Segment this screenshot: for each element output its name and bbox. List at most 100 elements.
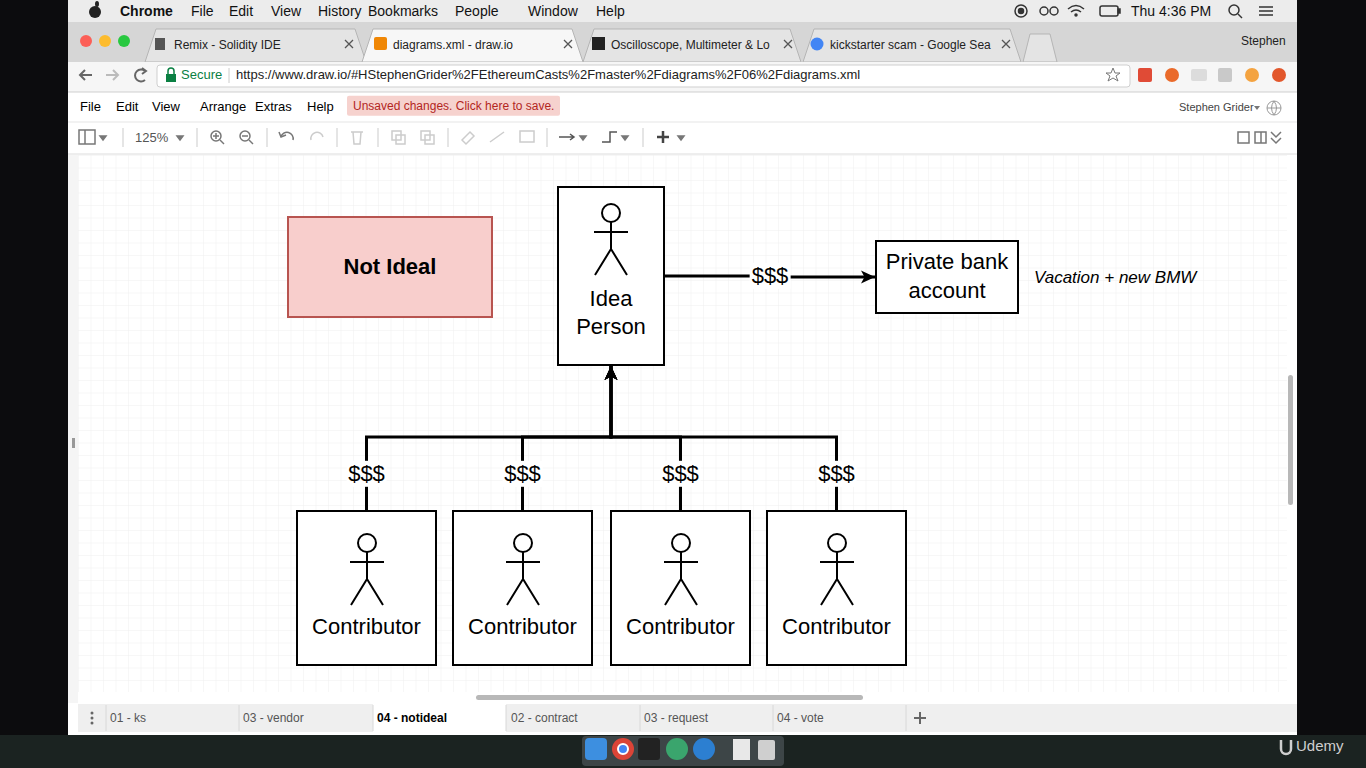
page-menu-icon	[91, 712, 94, 725]
zoom-level: 125%	[135, 130, 168, 146]
toolbar-icons	[79, 128, 1281, 147]
node-text: Contributor	[618, 613, 743, 642]
node-text: Idea Person	[565, 285, 657, 342]
flow-arrow	[611, 366, 837, 510]
active-page-tab	[373, 704, 506, 732]
window-ground	[68, 0, 1297, 735]
edge-label: $$$	[346, 460, 387, 486]
actor-box: Contributor	[610, 510, 751, 666]
node-text: Private bank account	[883, 248, 1011, 305]
actor-box: Contributor	[766, 510, 907, 666]
actor-box: Contributor	[452, 510, 593, 666]
app-menu-item: Extras	[255, 99, 292, 115]
page-tab: 04 - notideal	[377, 711, 447, 725]
save-notice: Unsaved changes. Click here to save.	[347, 96, 560, 116]
process-box: Private bank account	[875, 240, 1019, 314]
tab-strip	[68, 22, 1297, 62]
canvas-grid	[78, 155, 1287, 692]
node-text: Contributor	[460, 613, 585, 642]
menu-item: History	[318, 3, 362, 20]
profile-name: Stephen	[1241, 34, 1286, 48]
stick-figure	[661, 533, 701, 609]
app-menu-item: View	[152, 99, 180, 115]
actor-box: Contributor	[296, 510, 437, 666]
page-tab: 03 - request	[644, 711, 708, 725]
dock-icons	[585, 738, 775, 760]
divider	[229, 68, 230, 83]
nav-buttons	[80, 68, 146, 82]
dock	[582, 736, 784, 766]
edge-label: $$$	[502, 460, 543, 486]
lock-icon	[166, 68, 176, 82]
note-text: Vacation + new BMW	[1034, 268, 1196, 288]
menu-item: Help	[596, 3, 625, 20]
desktop	[0, 735, 1366, 768]
account-name: Stephen Grider	[1179, 101, 1254, 114]
actor-box: Idea Person	[557, 186, 665, 366]
stick-figure	[347, 533, 387, 609]
stick-figure	[591, 203, 631, 279]
watermark: Udemy	[1296, 737, 1344, 755]
sidebar-handle	[72, 438, 75, 448]
menu-item: Bookmarks	[368, 3, 438, 20]
menu-item: People	[455, 3, 499, 20]
canvas	[78, 155, 1297, 703]
menu-item: File	[191, 3, 214, 20]
watermark-logo	[1281, 740, 1291, 754]
page-tab: 02 - contract	[511, 711, 578, 725]
flow-arrow	[611, 366, 681, 510]
scrollbar	[476, 695, 863, 700]
tab-title: Oscilloscope, Multimeter & Lo	[611, 38, 770, 52]
flow-arrow	[367, 366, 612, 510]
apple-logo	[89, 1, 101, 18]
tab-separators	[106, 705, 906, 731]
omnibox	[157, 65, 1130, 87]
stick-figure	[817, 533, 857, 609]
tab-title: kickstarter scam - Google Sea	[830, 38, 991, 52]
page-tab: 01 - ks	[110, 711, 146, 725]
tabs	[145, 29, 1057, 62]
menu-item: Window	[528, 3, 578, 20]
divider	[68, 92, 1297, 93]
edge-label: $$$	[816, 460, 857, 486]
note-box: Not Ideal	[287, 216, 493, 318]
app-menu-item: Arrange	[200, 99, 246, 115]
star-icon	[1106, 68, 1120, 81]
divider	[68, 154, 1297, 155]
zoom-light	[118, 35, 130, 47]
menu-bar	[68, 0, 1297, 22]
divider	[68, 122, 1297, 123]
add-page-icon	[914, 712, 926, 724]
app-name: Chrome	[120, 3, 173, 20]
page-tab: 04 - vote	[777, 711, 824, 725]
node-text: Contributor	[304, 613, 429, 642]
tab-title: Remix - Solidity IDE	[174, 38, 281, 52]
tab-title: diagrams.xml - draw.io	[393, 38, 513, 52]
page-tab: 03 - vendor	[243, 711, 304, 725]
scrollbar	[1288, 375, 1293, 505]
stick-figure	[503, 533, 543, 609]
url-text: https://www.draw.io/#HStephenGrider%2FEt…	[236, 67, 860, 83]
app-menu-item: Help	[307, 99, 334, 115]
globe-icon	[1267, 101, 1281, 115]
edge-label: $$$	[660, 460, 701, 486]
node-text: Contributor	[774, 613, 899, 642]
sidebar-edge	[68, 155, 78, 703]
page-tab-bar	[78, 704, 1297, 732]
toolbar	[68, 62, 1297, 92]
app-menu-item: File	[80, 99, 101, 115]
secure-badge: Secure	[181, 67, 222, 83]
flow-arrow	[523, 366, 612, 510]
extension-icons	[1138, 68, 1286, 82]
app-menu-item: Edit	[116, 99, 138, 115]
app-header	[68, 93, 1297, 155]
menu-item: Edit	[229, 3, 253, 20]
clock: Thu 4:36 PM	[1131, 3, 1211, 20]
edge-label: $$$	[750, 263, 791, 289]
dropdown-caret	[1254, 106, 1260, 110]
menu-item: View	[271, 3, 301, 20]
close-light	[80, 35, 92, 47]
minimize-light	[99, 35, 111, 47]
node-text: Not Ideal	[295, 253, 485, 282]
